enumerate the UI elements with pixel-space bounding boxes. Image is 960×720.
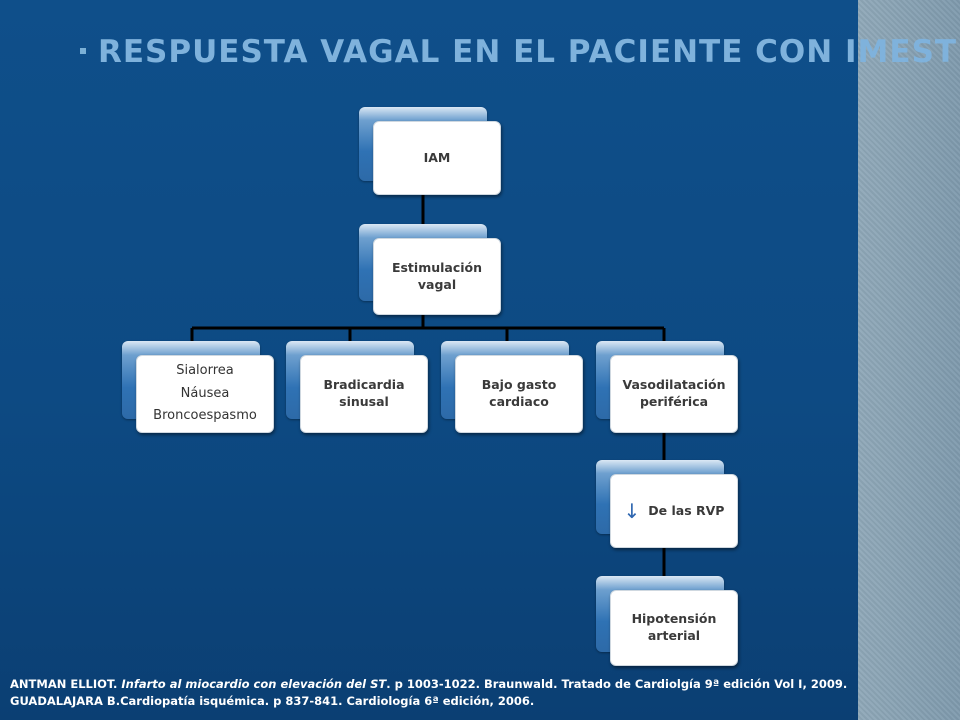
node-label-sialorrea: Sialorrea [176,362,234,378]
reference-1: ANTMAN ELLIOT. Infarto al miocardio con … [10,676,855,693]
node-label-nausea: Náusea [180,385,230,401]
down-arrow-icon: ↓ [623,499,641,523]
reference-1-title: Infarto al miocardio con elevación del S… [121,677,387,691]
node-card: ↓ De las RVP [610,474,738,548]
node-card: Vasodilatación periférica [610,355,738,433]
node-card: Bajo gasto cardiaco [455,355,583,433]
decorative-side-band [858,0,960,720]
node-rvp: ↓ De las RVP [596,460,738,548]
node-hipotension: Hipotensión arterial [596,576,738,666]
node-label: Estimulación vagal [391,259,483,292]
reference-2: GUADALAJARA B.Cardiopatía isquémica. p 8… [10,694,535,708]
node-card: Bradicardia sinusal [300,355,428,433]
node-estimulacion-vagal: Estimulación vagal [359,224,501,315]
node-label-broncoespasmo: Broncoespasmo [153,408,257,424]
reference-1-author: ANTMAN ELLIOT. [10,677,122,691]
node-bradicardia: Bradicardia sinusal [286,341,428,433]
reference-1-source: . p 1003-1022. Braunwald. Tratado de Car… [386,677,848,691]
title-bullet [80,48,86,54]
node-card: Estimulación vagal [373,238,501,315]
node-card: Sialorrea Náusea Broncoespasmo [136,355,274,433]
node-vasodilatacion: Vasodilatación periférica [596,341,738,433]
node-sialorrea: Sialorrea Náusea Broncoespasmo [122,341,274,433]
node-iam: IAM [359,107,501,195]
node-label: De las RVP [648,502,725,518]
node-label: Bradicardia sinusal [323,377,405,409]
node-label: Bajo gasto cardiaco [481,377,557,409]
node-card: Hipotensión arterial [610,590,738,666]
node-bajo-gasto: Bajo gasto cardiaco [441,341,583,433]
node-label: Hipotensión arterial [631,611,717,643]
node-card: IAM [373,121,501,195]
slide-title: Respuesta vagal en el paciente con IMEST [98,34,958,70]
node-label: Vasodilatación periférica [622,377,726,409]
references: ANTMAN ELLIOT. Infarto al miocardio con … [10,676,855,710]
node-label: IAM [423,149,451,165]
